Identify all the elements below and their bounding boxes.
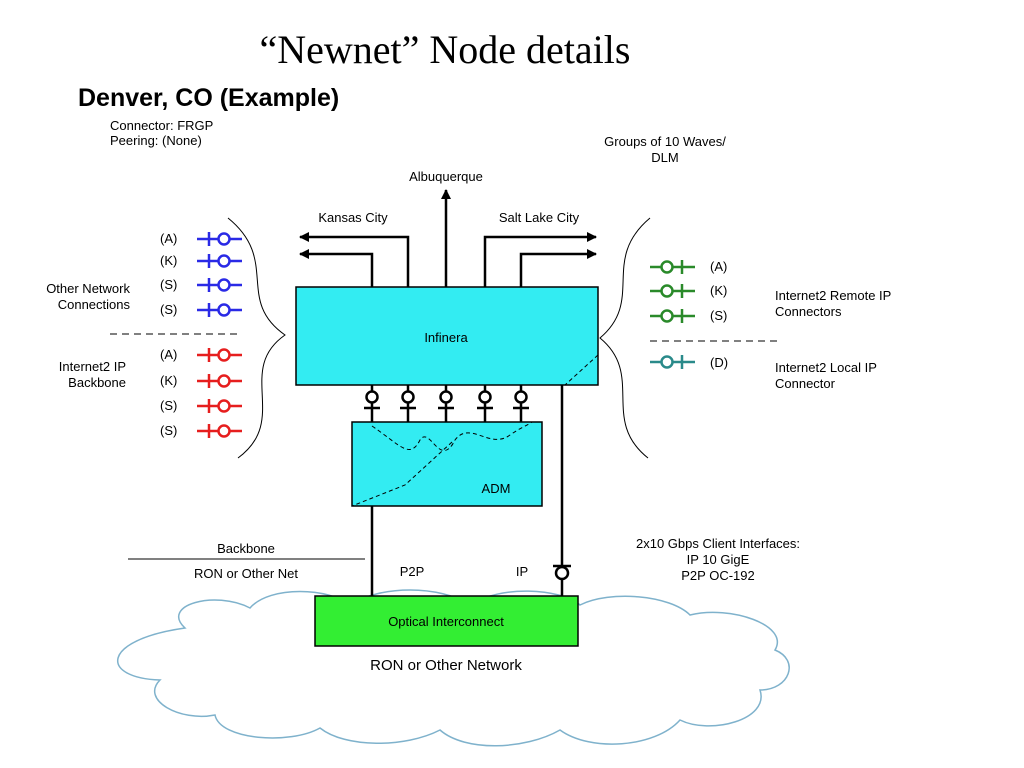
groups-label-line2: DLM <box>651 150 678 165</box>
adm-box <box>351 421 543 507</box>
remote-code-2: (S) <box>710 308 727 323</box>
ron-legend-label: RON or Other Net <box>194 566 298 581</box>
optical-interconnect-label: Optical Interconnect <box>388 614 504 629</box>
remote-connector-2 <box>650 309 695 323</box>
peering-label: Peering: (None) <box>110 133 202 148</box>
kansas-city-label: Kansas City <box>318 210 388 225</box>
client-interfaces-line2: IP 10 GigE <box>687 552 750 567</box>
adm-internal-dashed <box>351 421 533 507</box>
p2p-label: P2P <box>400 564 425 579</box>
remote-label-line1: Internet2 Remote IP <box>775 288 891 303</box>
client-interfaces-line3: P2P OC-192 <box>681 568 754 583</box>
cloud-label: RON or Other Network <box>370 657 522 674</box>
infinera-adm-connector-3 <box>477 385 493 422</box>
local-code-0: (D) <box>710 355 728 370</box>
backbone-codes: (A) (K) (S) (S) <box>160 347 177 438</box>
backbone-code-1: (K) <box>160 373 177 388</box>
connector-label: Connector: FRGP <box>110 118 213 133</box>
adm-label: ADM <box>482 481 511 496</box>
remote-connector-1 <box>650 284 695 298</box>
infinera-adm-connectors <box>364 385 529 422</box>
other-network-label-line1: Other Network <box>46 281 130 296</box>
backbone-connector-3 <box>197 424 242 438</box>
other-network-code-0: (A) <box>160 231 177 246</box>
other-network-code-3: (S) <box>160 302 177 317</box>
client-interfaces-line1: 2x10 Gbps Client Interfaces: <box>636 536 800 551</box>
arrow-salt-lake-2 <box>519 249 597 287</box>
backbone-label-line2: Backbone <box>68 375 126 390</box>
arrow-salt-lake-1 <box>483 232 597 287</box>
salt-lake-city-label: Salt Lake City <box>499 210 580 225</box>
backbone-code-3: (S) <box>160 423 177 438</box>
backbone-label-line1: Internet2 IP <box>59 359 126 374</box>
arrow-kansas-city-2 <box>299 249 374 287</box>
backbone-connector-0 <box>197 348 242 362</box>
infinera-adm-connector-1 <box>400 385 416 422</box>
albuquerque-label: Albuquerque <box>409 169 483 184</box>
backbone-code-0: (A) <box>160 347 177 362</box>
infinera-internal-dashed <box>564 354 599 386</box>
other-network-code-1: (K) <box>160 253 177 268</box>
destination-arrows <box>299 189 597 287</box>
backbone-connector-1 <box>197 374 242 388</box>
left-connector-symbols <box>197 232 242 438</box>
ip-connector-circle <box>554 565 570 581</box>
backbone-code-2: (S) <box>160 398 177 413</box>
arrow-kansas-city-1 <box>299 232 410 287</box>
other-network-connector-2 <box>197 278 242 292</box>
infinera-adm-connector-0 <box>364 385 380 422</box>
remote-label-line2: Connectors <box>775 304 842 319</box>
local-label-line1: Internet2 Local IP <box>775 360 877 375</box>
remote-connector-0 <box>650 260 695 274</box>
diagram-heading: Denver, CO (Example) <box>78 84 339 112</box>
remote-code-0: (A) <box>710 259 727 274</box>
left-boundary-curve <box>227 217 286 459</box>
slide-title: “Newnet” Node details <box>259 27 631 72</box>
local-label-line2: Connector <box>775 376 836 391</box>
infinera-adm-connector-2 <box>438 385 454 422</box>
infinera-box <box>295 286 599 386</box>
remote-code-1: (K) <box>710 283 727 298</box>
other-network-connector-3 <box>197 303 242 317</box>
other-network-code-2: (S) <box>160 277 177 292</box>
local-connector-0 <box>650 355 695 369</box>
backbone-legend-label: Backbone <box>217 541 275 556</box>
right-boundary-curve <box>599 217 651 459</box>
cloud-shape <box>117 589 790 747</box>
backbone-connector-2 <box>197 399 242 413</box>
ip-label: IP <box>516 564 528 579</box>
right-connector-symbols <box>650 260 695 369</box>
other-network-connector-1 <box>197 254 242 268</box>
optical-interconnect-box <box>314 595 579 647</box>
infinera-adm-connector-4 <box>513 385 529 422</box>
groups-label-line1: Groups of 10 Waves/ <box>604 134 726 149</box>
remote-codes: (A) (K) (S) <box>710 259 727 323</box>
infinera-label: Infinera <box>424 330 468 345</box>
other-network-label-line2: Connections <box>58 297 131 312</box>
other-network-codes: (A) (K) (S) (S) <box>160 231 177 317</box>
other-network-connector-0 <box>197 232 242 246</box>
